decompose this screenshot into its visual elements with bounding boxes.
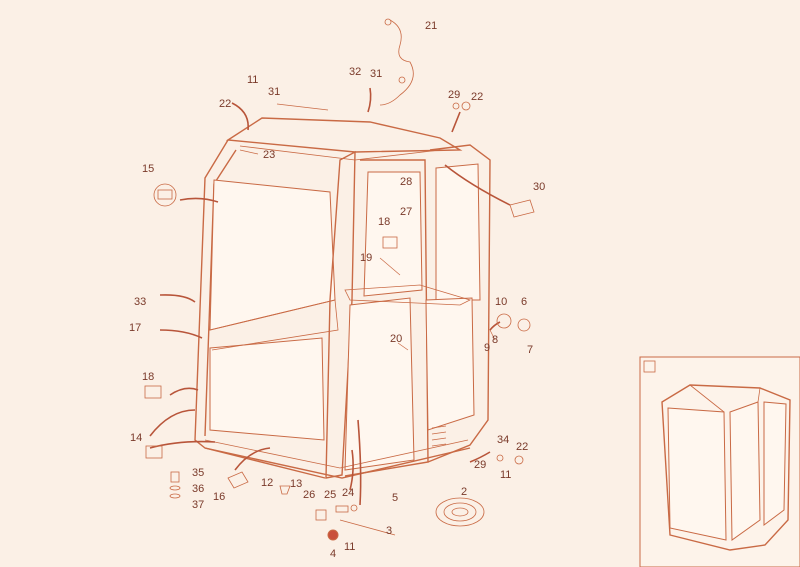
part-label: 3 [386, 525, 392, 537]
leader-lines [149, 87, 511, 506]
part-label: 34 [497, 434, 509, 446]
loose-parts [144, 18, 535, 541]
part-label: 29 [474, 459, 486, 471]
part-label: 7 [527, 344, 533, 356]
part-label: 4 [330, 548, 336, 560]
part-label: 27 [400, 206, 412, 218]
part-label: 22 [516, 441, 528, 453]
part-label: 22 [219, 98, 231, 110]
part-label: 29 [448, 89, 460, 101]
part-label: 2 [461, 486, 467, 498]
part-label: 33 [134, 296, 146, 308]
part-label: 18 [142, 371, 154, 383]
part-label: 20 [390, 333, 402, 345]
part-label: 31 [268, 86, 280, 98]
part-label: 22 [471, 91, 483, 103]
part-label: 32 [349, 66, 361, 78]
part-labels: 1 2 3 4 5 6 7 8 9 10 11 12 13 14 15 16 1… [129, 20, 658, 560]
part-label: 26 [303, 489, 315, 501]
part-label: 13 [290, 478, 302, 490]
part-label: 16 [213, 491, 225, 503]
part-label: 18 [378, 216, 390, 228]
part-label: 19 [360, 252, 372, 264]
part-label: 14 [130, 432, 142, 444]
part-label: 21 [425, 20, 437, 32]
part-label: 31 [370, 68, 382, 80]
part-label: 17 [129, 322, 141, 334]
pointer-lines [239, 103, 496, 351]
part-label: 9 [484, 342, 490, 354]
part-label: 11 [500, 469, 511, 481]
inset-view [639, 356, 800, 567]
part-label: 5 [392, 492, 398, 504]
part-label: 10 [495, 296, 507, 308]
part-label: 28 [400, 176, 412, 188]
part-label: 30 [533, 181, 545, 193]
cab-assembly [194, 117, 491, 479]
part-label: 12 [261, 477, 273, 489]
part-label: 11 [344, 541, 355, 553]
part-label: 24 [342, 487, 354, 499]
part-label: 35 [192, 467, 204, 479]
part-label: 36 [192, 483, 204, 495]
part-label: 11 [247, 74, 258, 86]
part-label: 8 [492, 334, 498, 346]
part-label: 37 [192, 499, 204, 511]
part-label: 23 [263, 149, 275, 161]
part-label: 15 [142, 163, 154, 175]
part-label: 25 [324, 489, 336, 501]
part-label: 6 [521, 296, 527, 308]
